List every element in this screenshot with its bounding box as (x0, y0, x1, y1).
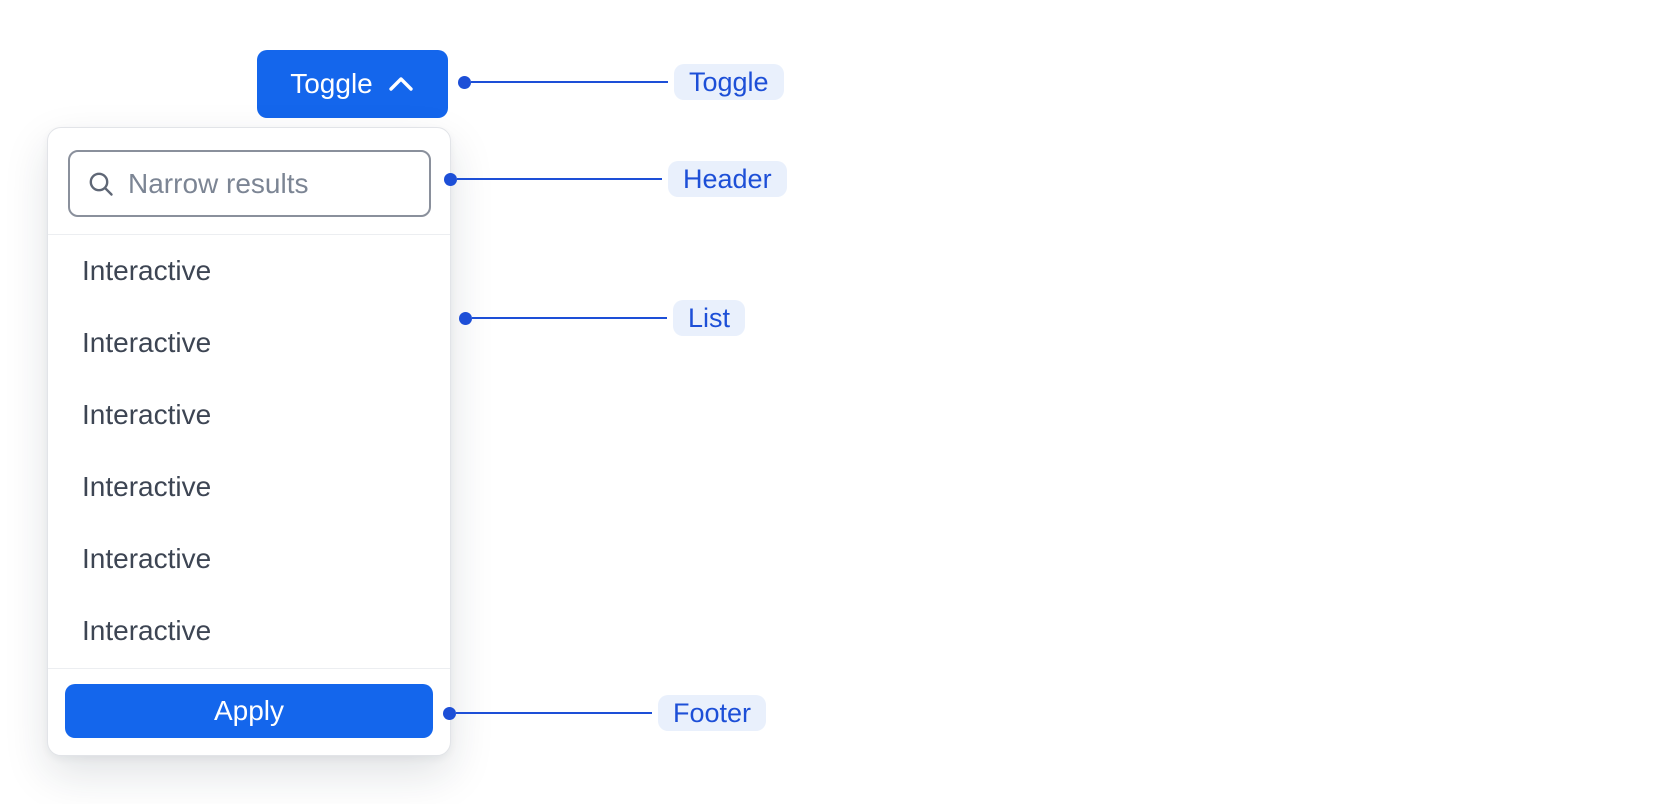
dropdown-header (48, 128, 450, 235)
toggle-button[interactable]: Toggle (257, 50, 448, 118)
dropdown-panel: Interactive Interactive Interactive Inte… (47, 127, 451, 756)
annotation-list: List (459, 300, 746, 336)
annotation-header: Header (444, 161, 787, 197)
list-item[interactable]: Interactive (82, 255, 212, 286)
annotation-line (457, 177, 662, 181)
search-input[interactable] (128, 167, 415, 200)
dropdown-footer: Apply (48, 668, 450, 755)
list-item[interactable]: Interactive (82, 615, 212, 646)
annotation-dot-icon (458, 75, 471, 89)
annotation-toggle: Toggle (458, 64, 784, 100)
annotation-label: Header (668, 161, 787, 197)
annotation-footer: Footer (443, 695, 767, 731)
annotation-label: List (673, 300, 746, 336)
annotation-dot-icon (459, 311, 472, 325)
magnifier-icon (87, 170, 115, 198)
list-item[interactable]: Interactive (82, 399, 212, 430)
list-item[interactable]: Interactive (82, 543, 212, 574)
annotation-line (456, 711, 652, 715)
apply-button[interactable]: Apply (65, 684, 433, 738)
annotation-label: Toggle (674, 64, 784, 100)
dropdown-list: Interactive Interactive Interactive Inte… (48, 235, 450, 668)
toggle-button-label: Toggle (290, 68, 373, 99)
annotation-line (471, 80, 668, 84)
list-item[interactable]: Interactive (82, 471, 212, 502)
annotation-dot-icon (444, 172, 457, 186)
annotation-dot-icon (443, 706, 456, 720)
search-box[interactable] (68, 150, 431, 217)
chevron-up-icon (387, 75, 415, 93)
annotation-line (472, 316, 667, 320)
list-item[interactable]: Interactive (82, 327, 212, 358)
annotation-label: Footer (658, 695, 767, 731)
